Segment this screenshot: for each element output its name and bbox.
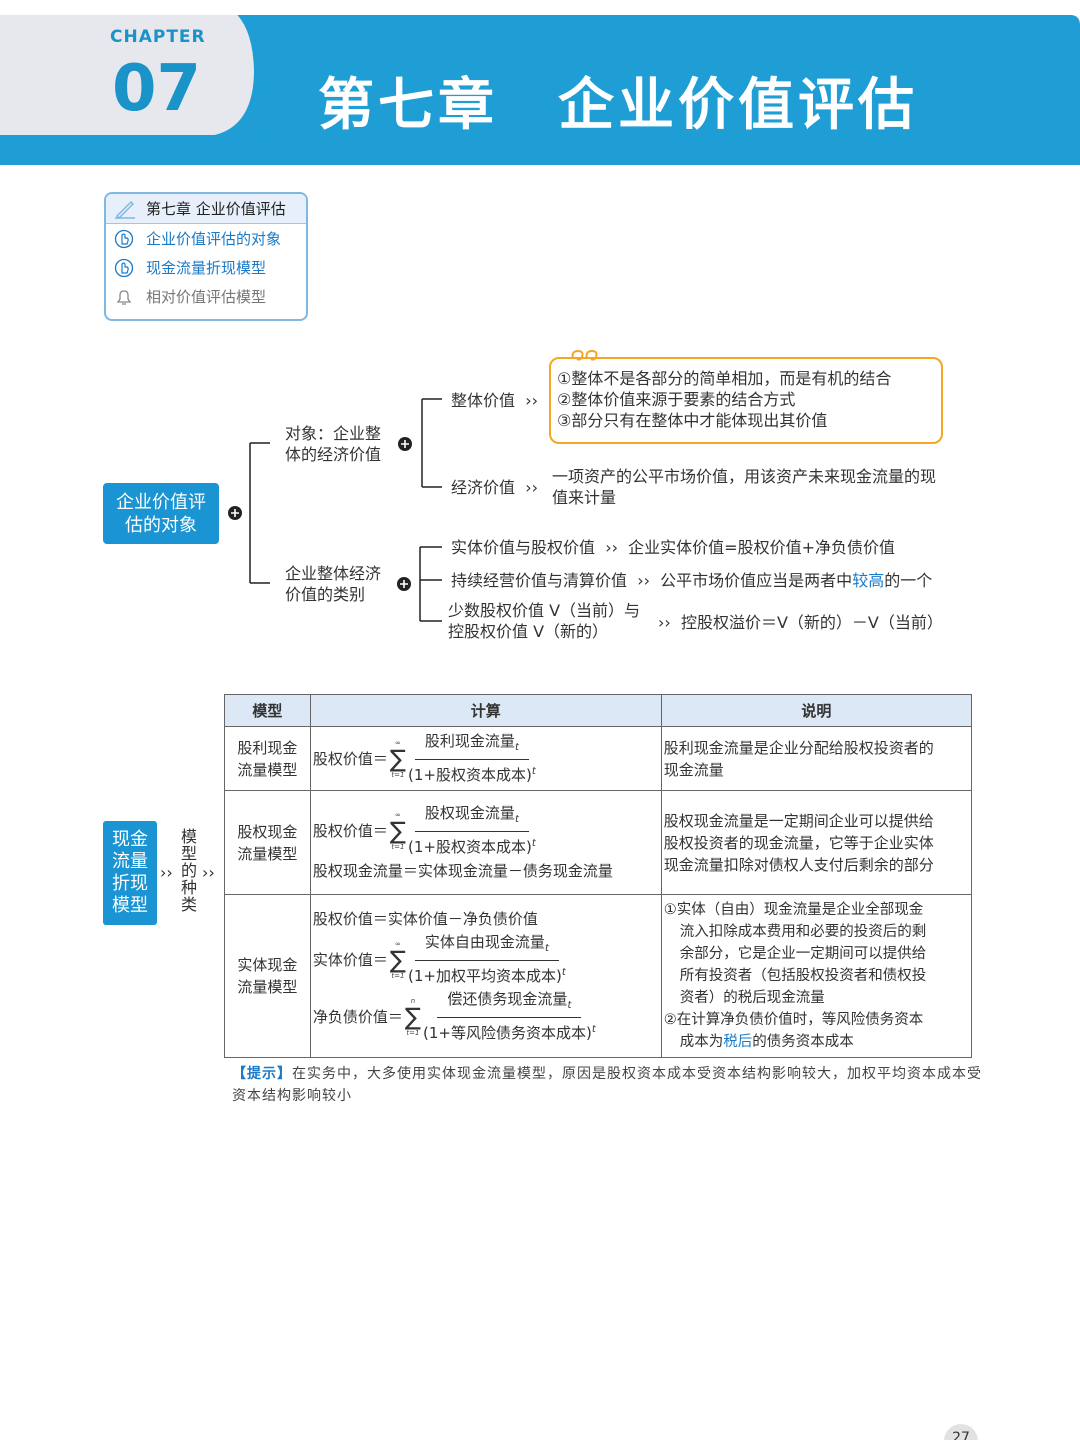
nav-item-label: 相对价值评估模型	[146, 288, 267, 306]
hand-pointer-icon	[114, 258, 134, 277]
whole-value-points: ①整体不是各部分的简单相加，而是有机的结合 ②整体价值来源于要素的结合方式 ③部…	[557, 368, 891, 431]
nav-item-label: 企业价值评估的对象	[146, 230, 282, 248]
chapter-title: 第七章 企业价值评估	[318, 73, 918, 138]
formula-line: 股权现金流量＝实体现金流量－债务现金流量	[312, 862, 613, 880]
tip-text: 在实务中，大多使用实体现金流量模型，原因是股权资本成本受资本结构影响较大，加权平…	[232, 1066, 982, 1104]
economic-value-label: 经济价值 ››	[451, 478, 538, 497]
double-chevron-icon: ››	[520, 391, 538, 410]
table-row: 股权现金 流量模型 股权价值＝ ∞∑t=1 股权现金流量t (1+股权资本成本)…	[224, 790, 973, 895]
entity-equity-value-row: 实体价值与股权价值 ›› 企业实体价值=股权价值+净负债价值	[451, 538, 895, 557]
desc-cell: 股权现金流量是一定期间企业可以提供给 股权投资者的现金流量，它等于企业实体 现金…	[660, 790, 973, 895]
formula: 实体价值＝ ∞∑t=1 实体自由现金流量t (1+加权平均资本成本)t	[313, 931, 659, 988]
control-premium-desc: ›› 控股权溢价＝V（新的）－V（当前）	[658, 613, 943, 632]
double-chevron-icon: ››	[632, 571, 656, 590]
formula: 净负债价值＝ n∑t=1 偿还债务现金流量t (1+等风险债务资本成本)t	[313, 988, 659, 1045]
pen-icon	[115, 200, 135, 219]
mindmap-root-node: 企业价值评 估的对象	[103, 483, 219, 544]
branch-object-label: 对象：企业整 体的经济价值	[285, 424, 382, 464]
nav-item-relative-valuation[interactable]: 相对价值评估模型	[106, 282, 306, 311]
sigma-symbol: ∞∑t=1	[389, 810, 407, 851]
formula-line: 股权价值＝实体价值－净负债价值	[312, 910, 538, 928]
chapter-nav-box: 第七章 企业价值评估 企业价值评估的对象 现金流量折现模型 相对价值评估模型	[104, 192, 308, 321]
desc-cell: 股利现金流量是企业分配给股权投资者的 现金流量	[660, 726, 973, 791]
whole-value-callout	[549, 349, 943, 444]
table-header-cell: 说明	[660, 694, 973, 727]
nav-title: 第七章 企业价值评估	[146, 200, 286, 218]
expand-plus-icon[interactable]	[227, 505, 243, 521]
model-name-cell: 股利现金 流量模型	[224, 726, 311, 791]
double-chevron-icon: ››	[202, 863, 215, 882]
page-number: 27	[944, 1424, 978, 1440]
point-item: ③部分只有在整体中才能体现出其价值	[557, 411, 828, 430]
nav-item-label: 现金流量折现模型	[146, 259, 267, 277]
fraction: 股权现金流量t (1+股权资本成本)t	[408, 804, 536, 856]
double-chevron-icon: ››	[600, 538, 624, 557]
economic-value-desc: 一项资产的公平市场价值，用该资产未来现金流量的现 值来计量	[552, 467, 937, 507]
table-header-cell: 计算	[309, 694, 662, 727]
chapter-number: 07	[112, 52, 202, 126]
fraction: 股利现金流量t (1+股权资本成本)t	[408, 732, 536, 784]
going-concern-value-row: 持续经营价值与清算价值 ›› 公平市场价值应当是两者中较高的一个	[451, 571, 933, 590]
chapter-header-bar	[0, 15, 1080, 165]
calc-cell: 股权价值＝ ∞∑t=1 股利现金流量t (1+股权资本成本)t	[309, 726, 662, 791]
sigma-symbol: n∑t=1	[404, 996, 422, 1037]
sigma-symbol: ∞∑t=1	[389, 738, 407, 779]
highlight-text: 较高	[852, 571, 885, 590]
desc-cell: ①实体（自由）现金流量是企业全部现金 流入扣除成本费用和必要的投资后的剩 余部分…	[660, 894, 973, 1058]
chapter-label: CHAPTER	[110, 27, 206, 47]
formula: 股权价值＝ ∞∑t=1 股权现金流量t (1+股权资本成本)t	[313, 802, 659, 859]
branch-category-label: 企业整体经济 价值的类别	[285, 564, 382, 604]
root-line: 估的对象	[125, 515, 197, 536]
double-chevron-icon: ››	[160, 863, 173, 882]
expand-plus-icon[interactable]	[396, 576, 412, 592]
fraction: 实体自由现金流量t (1+加权平均资本成本)t	[408, 933, 566, 985]
double-chevron-icon: ››	[658, 613, 676, 632]
expand-plus-icon[interactable]	[397, 436, 413, 452]
calc-cell: 股权价值＝ ∞∑t=1 股权现金流量t (1+股权资本成本)t 股权现金流量＝实…	[309, 790, 662, 895]
table-row: 实体现金 流量模型 股权价值＝实体价值－净负债价值 实体价值＝ ∞∑t=1 实体…	[224, 894, 973, 1058]
hand-pointer-icon	[114, 229, 134, 248]
dcf-root-node: 现金 流量 折现 模型	[103, 821, 157, 925]
nav-item-valuation-object[interactable]: 企业价值评估的对象	[106, 224, 306, 253]
model-name-cell: 股权现金 流量模型	[224, 790, 311, 895]
highlight-text: 税后	[723, 1034, 753, 1050]
control-premium-label: 少数股权价值 V（当前）与 控股权价值 V（新的）	[448, 601, 641, 641]
cash-flow-models-table: 模型 计算 说明 股利现金 流量模型 股权价值＝ ∞∑t=1 股利现金流量t (…	[224, 694, 973, 1058]
sigma-symbol: ∞∑t=1	[389, 939, 407, 980]
tip-note: 【提示】在实务中，大多使用实体现金流量模型，原因是股权资本成本受资本结构影响较大…	[232, 1063, 982, 1107]
fraction: 偿还债务现金流量t (1+等风险债务资本成本)t	[423, 990, 596, 1042]
nav-header: 第七章 企业价值评估	[106, 194, 306, 224]
tip-label: 【提示】	[232, 1066, 292, 1082]
table-header-cell: 模型	[224, 694, 311, 727]
paperclip-icon	[571, 349, 598, 361]
bell-icon	[116, 289, 132, 305]
point-item: ②整体价值来源于要素的结合方式	[557, 390, 796, 409]
table-row: 股利现金 流量模型 股权价值＝ ∞∑t=1 股利现金流量t (1+股权资本成本)…	[224, 726, 973, 791]
double-chevron-icon: ››	[520, 478, 538, 497]
nav-item-dcf-model[interactable]: 现金流量折现模型	[106, 253, 306, 282]
calc-cell: 股权价值＝实体价值－净负债价值 实体价值＝ ∞∑t=1 实体自由现金流量t (1…	[309, 894, 662, 1058]
formula: 股权价值＝ ∞∑t=1 股利现金流量t (1+股权资本成本)t	[313, 730, 659, 787]
model-types-label: 模 型 的 种 类	[181, 827, 198, 914]
root-line: 企业价值评	[116, 492, 206, 513]
point-item: ①整体不是各部分的简单相加，而是有机的结合	[557, 369, 892, 388]
model-name-cell: 实体现金 流量模型	[224, 894, 311, 1058]
whole-value-label: 整体价值 ››	[451, 391, 538, 410]
table-header-row: 模型 计算 说明	[224, 694, 973, 727]
